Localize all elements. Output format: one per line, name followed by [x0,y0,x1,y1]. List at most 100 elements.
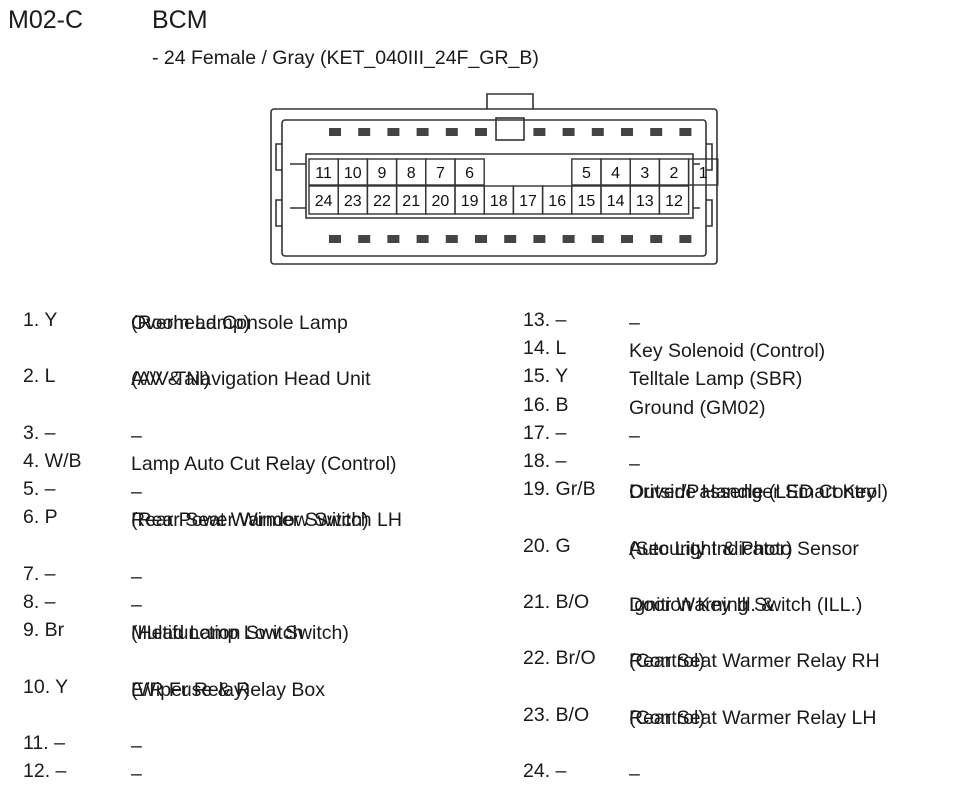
pin-cell [687,158,719,186]
cavity-rails [290,163,700,209]
pin-label: 8. – [23,591,56,613]
pin-cell [454,158,485,186]
description-line: – [131,424,142,447]
locking-tab [504,235,517,243]
component-name: BCM [152,6,208,34]
locking-tab [358,128,371,136]
description-line: Rear Seat Warmer Relay LH [629,706,877,729]
description-line: Outside Handle (LED Control) [629,481,889,504]
latch-top [486,93,534,109]
locking-tab [329,235,341,243]
description-line: A/V & Navigation Head Unit [131,368,371,391]
pin-number: 10 [344,165,362,182]
locking-tab [329,128,341,136]
locking-tab [387,128,400,136]
pin-number: 4 [611,165,620,182]
pin-label: 4. W/B [23,450,82,472]
pin-number: 1 [699,165,708,182]
locking-tab [533,128,546,136]
pin-label: 11. – [23,732,65,754]
description-line: (Rear Seat Warmer Switch) [131,509,369,532]
locking-tab [475,235,487,243]
description-line: Rear Seat Warmer Relay RH [629,650,880,673]
pin-number: 19 [461,193,479,210]
pin-label: 6. P [23,506,58,529]
locking-tab [387,235,400,243]
locking-tab [679,235,692,243]
locking-tab [445,128,458,136]
notch-left-top [275,143,282,171]
locking-tab [679,128,692,136]
pin-number: 17 [519,193,537,210]
pin-number: 3 [640,165,649,182]
description-line: – [629,763,640,786]
description-line: Overhead Console Lamp [131,312,348,334]
locking-tab [416,235,429,243]
description-line: (Control) [629,706,705,729]
description-line: Ignition Key Ill. & [629,594,775,616]
pin-label: 10. Y [23,675,69,698]
connector-description: - 24 Female / Gray (KET_040III_24F_GR_B) [152,47,539,69]
pin-number: 24 [315,193,333,210]
pin-number: 23 [344,193,362,210]
pin-label: 16. B [523,393,569,416]
pin-label: 3. – [23,421,56,444]
housing-outer [270,108,718,265]
description-line: Driver/Passenger Smart Key [629,481,877,504]
pin-label: 22. Br/O [523,647,596,670]
description-line: E/R Fuse & Relay Box [131,678,325,701]
pin-label: 18. – [523,450,567,472]
pin-label: 17. – [523,421,567,444]
pin-number: 13 [636,193,654,210]
locking-tab [358,235,371,243]
pin-label: 19. Gr/B [523,478,596,501]
pin-label: 21. B/O [523,591,590,613]
description-line: Telltale Lamp (SBR) [629,368,803,391]
pin-label: 1. Y [23,309,58,331]
notch-right-top [706,143,713,171]
locking-tab [591,235,604,243]
pin-cell [658,185,690,215]
pin-number: 7 [436,165,445,182]
description-line: (A/V-Tail) [131,368,211,391]
pin-number: 12 [665,193,683,210]
pin-number: 8 [407,165,416,182]
pin-number: 20 [432,193,450,210]
pin-number: 14 [607,193,625,210]
pin-label: 13. – [523,309,567,331]
cavity-frame [305,153,694,219]
description-line: Rear Power Window Switch LH [131,509,402,532]
pin-number: 18 [490,193,508,210]
locking-tab [621,128,633,136]
description-line: – [131,481,142,504]
description-line: Door Warning Switch (ILL.) [629,594,863,616]
description-line: Key Solenoid (Control) [629,340,826,363]
description-line: Ground (GM02) [629,396,766,419]
description-line: (Control) [629,650,705,673]
locking-tab [562,235,575,243]
notch-right-bottom [706,199,713,227]
pin-label: 14. L [523,337,567,360]
locking-tab [416,128,429,136]
pin-number: 21 [402,193,420,210]
housing-inner [281,119,707,257]
pin-number: 22 [373,193,391,210]
pin-number: 2 [670,165,679,182]
description-line: – [629,453,640,475]
locking-tab [650,235,663,243]
description-line: – [131,763,142,786]
locking-tab [621,235,633,243]
description-line: (Head Lamp Low Switch) [131,622,349,645]
locking-tab [445,235,458,243]
pin-label: 9. Br [23,619,65,642]
description-line: (Wiper Relay) [131,678,251,701]
locking-tab [562,128,575,136]
pin-label: 23. B/O [523,703,590,726]
pin-label: 20. G [523,534,571,557]
pin-label: 15. Y [523,365,569,388]
description-line: (Security Indicator) [629,537,793,560]
pin-number: 11 [315,165,332,182]
pin-label: 5. – [23,478,56,501]
pin-label: 2. L [23,365,56,388]
